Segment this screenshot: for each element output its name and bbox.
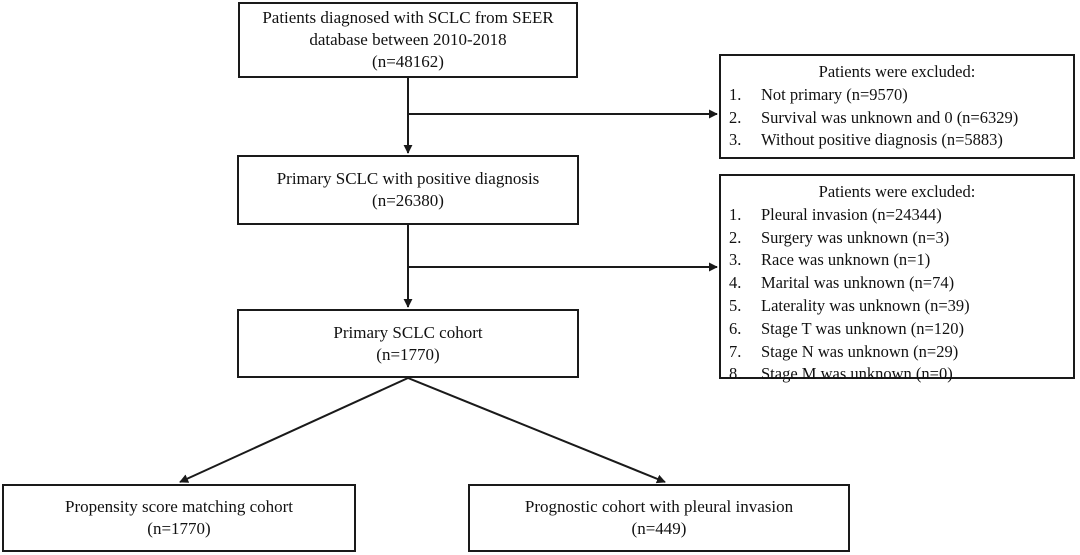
box-initial-line-2: database between 2010-2018	[309, 30, 507, 49]
box-cohort-count: (n=1770)	[376, 344, 440, 364]
box-prognostic-label: Prognostic cohort with pleural invasion	[524, 497, 794, 516]
exclusion-2-item-num: 1.	[729, 204, 742, 224]
exclusion-2-item-text: Pleural invasion (n=24344)	[761, 204, 942, 224]
box-initial-line-1: Patients diagnosed with SCLC from SEER	[262, 8, 554, 27]
exclusion-2-item-num: 2.	[729, 227, 742, 247]
exclusion-2-item: 3. Race was unknown (n=1)	[729, 249, 1065, 272]
exclusion-2-item-num: 5.	[729, 295, 742, 315]
exclusion-2-item: 4. Marital was unknown (n=74)	[729, 272, 1065, 295]
exclusion-2-item: 7. Stage N was unknown (n=29)	[729, 341, 1065, 364]
box-exclusions-1: Patients were excluded: 1. Not primary (…	[719, 54, 1075, 159]
exclusion-2-item-text: Race was unknown (n=1)	[761, 250, 931, 270]
exclusions-2-list: 1. Pleural invasion (n=24344) 2. Surgery…	[729, 204, 1065, 386]
box-prognostic-count: (n=449)	[631, 519, 687, 538]
exclusion-1-item-text: Not primary (n=9570)	[761, 84, 908, 104]
box-psm-count: (n=1770)	[147, 519, 211, 538]
exclusion-2-item: 8. Stage M was unknown (n=0)	[729, 363, 1065, 386]
exclusions-1-title: Patients were excluded:	[818, 62, 976, 81]
exclusion-2-item: 1. Pleural invasion (n=24344)	[729, 204, 1065, 227]
exclusions-2-title: Patients were excluded:	[818, 182, 976, 201]
exclusion-1-item-num: 1.	[729, 84, 742, 104]
exclusion-2-item-num: 8.	[729, 364, 742, 384]
box-primary-positive: Primary SCLC with positive diagnosis (n=…	[237, 155, 579, 225]
box-initial-patients: Patients diagnosed with SCLC from SEER d…	[238, 2, 578, 78]
exclusion-2-item-text: Stage T was unknown (n=120)	[761, 318, 965, 338]
exclusion-2-item-num: 6.	[729, 318, 742, 338]
exclusion-2-item-text: Laterality was unknown (n=39)	[761, 295, 970, 315]
box-cohort-label: Primary SCLC cohort	[333, 322, 483, 342]
box-prognostic-cohort: Prognostic cohort with pleural invasion …	[468, 484, 850, 552]
exclusion-1-item-text: Without positive diagnosis (n=5883)	[761, 130, 1003, 150]
box-primary-cohort: Primary SCLC cohort (n=1770)	[237, 309, 579, 378]
exclusion-2-item-num: 3.	[729, 250, 742, 270]
exclusion-2-item-text: Marital was unknown (n=74)	[761, 273, 955, 293]
exclusion-1-item-num: 3.	[729, 130, 742, 150]
exclusion-2-item-text: Surgery was unknown (n=3)	[761, 227, 950, 247]
exclusion-1-item-num: 2.	[729, 107, 742, 127]
exclusion-2-item: 6. Stage T was unknown (n=120)	[729, 318, 1065, 341]
exclusion-2-item-num: 7.	[729, 341, 742, 361]
arrow-cohort-to-psm	[179, 377, 409, 483]
exclusion-1-item-text: Survival was unknown and 0 (n=6329)	[761, 107, 1019, 127]
box-initial-count: (n=48162)	[372, 52, 444, 71]
arrow-cohort-to-prognostic	[407, 377, 666, 484]
exclusion-1-item: 2. Survival was unknown and 0 (n=6329)	[729, 107, 1065, 130]
exclusion-2-item: 2. Surgery was unknown (n=3)	[729, 227, 1065, 250]
box-primary-positive-count: (n=26380)	[372, 191, 444, 210]
box-exclusions-2: Patients were excluded: 1. Pleural invas…	[719, 174, 1075, 383]
exclusions-1-list: 1. Not primary (n=9570) 2. Survival was …	[729, 84, 1065, 152]
box-psm-label: Propensity score matching cohort	[64, 497, 294, 516]
exclusion-1-item: 3. Without positive diagnosis (n=5883)	[729, 129, 1065, 152]
box-psm-cohort: Propensity score matching cohort (n=1770…	[2, 484, 356, 552]
exclusion-2-item-num: 4.	[729, 273, 742, 293]
exclusion-1-item: 1. Not primary (n=9570)	[729, 84, 1065, 107]
exclusion-2-item-text: Stage M was unknown (n=0)	[761, 364, 953, 384]
exclusion-2-item: 5. Laterality was unknown (n=39)	[729, 295, 1065, 318]
box-primary-positive-label: Primary SCLC with positive diagnosis	[276, 169, 540, 188]
exclusion-2-item-text: Stage N was unknown (n=29)	[761, 341, 959, 361]
